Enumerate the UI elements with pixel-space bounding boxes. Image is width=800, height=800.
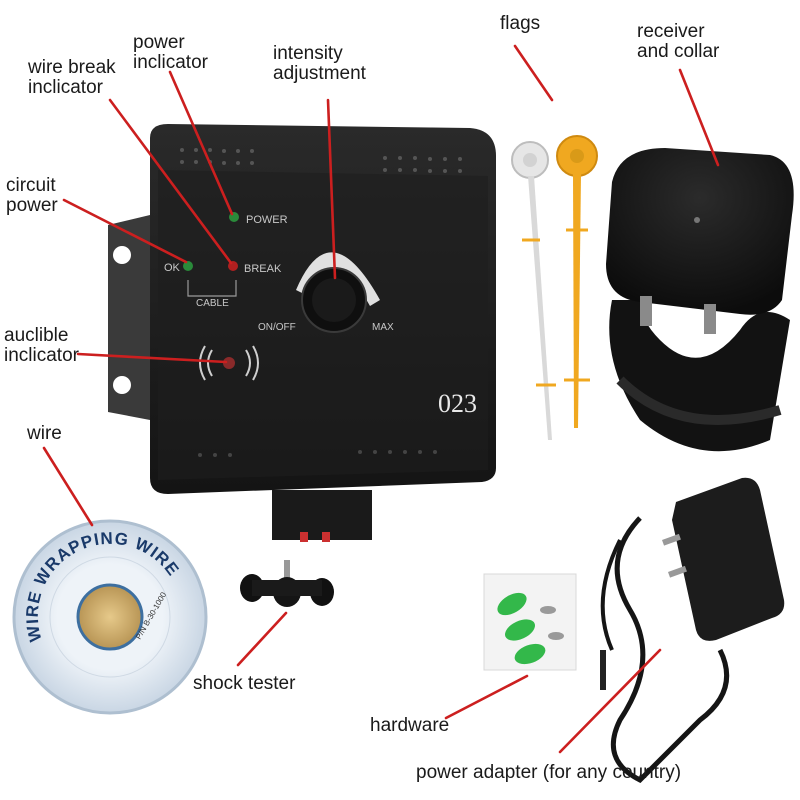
max-label: MAX [372,322,394,333]
transmitter-device: POWER OK BREAK CABLE ON/OFF MAX 023 [108,124,496,542]
pointer-power-adapter [558,648,662,754]
receiver-collar [606,148,794,452]
pointer-shock-tester [236,611,288,667]
pointer-flags [513,44,554,102]
hardware-bag [483,573,577,671]
ok-led-label: OK [164,262,181,274]
power-led-label: POWER [246,214,288,226]
power-adapter [600,477,785,784]
label-wire-break-indicator: wire break inclicator [28,57,116,98]
audible-led [223,357,235,369]
label-shock-tester: shock tester [193,673,296,694]
label-intensity-adjustment: intensity adjustment [273,43,366,84]
pointer-wire [42,446,94,527]
pointer-hardware [444,674,529,720]
label-power-adapter: power adapter (for any country) [416,762,682,783]
mounting-bracket [108,215,150,420]
label-hardware: hardware [370,715,450,736]
shock-tester [240,560,334,607]
label-power-indicator: power inclicator [133,32,208,73]
label-receiver-and-collar: receiver and collar [637,21,720,62]
pointer-intensity [326,98,337,280]
receiver-box [606,148,794,315]
spool-core [76,583,144,651]
cable-label: CABLE [196,298,229,309]
boundary-flags [511,135,598,440]
adapter-cable [610,516,730,784]
label-flags: flags [500,13,541,34]
pointer-wire-break [108,98,233,265]
label-circuit-power: circuit power [6,175,58,216]
break-led-label: BREAK [244,263,282,275]
wire-connector [272,490,372,540]
wire-spool: WIRE WRAPPING WIRE P/N B-30-1000 [12,519,208,715]
pointer-power [168,70,234,216]
pointer-lines [42,44,720,754]
pointer-receiver [678,68,720,167]
on-off-label: ON/OFF [258,322,296,333]
model-number: 023 [438,389,477,418]
ok-led [183,261,193,271]
pointer-circuit-power [62,198,188,264]
label-wire: wire [27,423,62,444]
intensity-scale-arc [296,252,380,306]
collar-strap [609,300,790,452]
pointer-audible [76,352,228,364]
label-audible-indicator: auclible inclicator [4,325,79,366]
adapter-body [672,477,785,641]
